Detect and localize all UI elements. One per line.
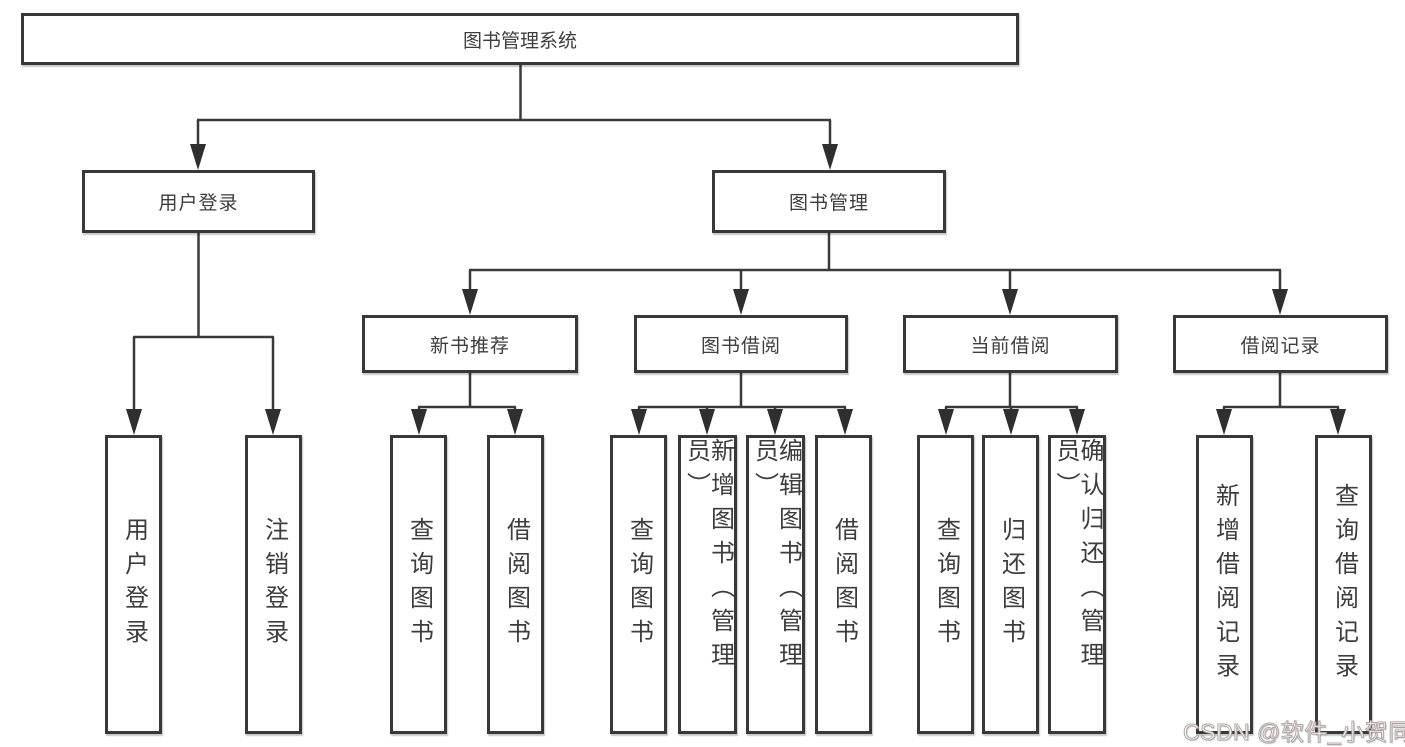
leaf-edit-books-admin: 编辑图书（管理员） [746, 435, 805, 734]
node-user-login: 用户登录 [82, 170, 315, 233]
leaf-user-login: 用户登录 [105, 435, 162, 734]
node-new-book-recommendation: 新书推荐 [362, 315, 578, 373]
leaf-query-books-borrow: 查询图书 [610, 435, 667, 734]
leaf-borrow-books: 借阅图书 [815, 435, 872, 734]
leaf-logout: 注销登录 [245, 435, 302, 734]
leaf-add-borrow-record: 新增借阅记录 [1196, 435, 1253, 734]
leaf-query-borrow-record: 查询借阅记录 [1315, 435, 1372, 734]
leaf-query-books-current: 查询图书 [917, 435, 974, 734]
watermark: CSDN @软件_小贺同学 [1182, 719, 1405, 746]
node-current-borrowing: 当前借阅 [903, 315, 1118, 373]
leaf-add-books-admin: 新增图书（管理员） [678, 435, 737, 734]
node-book-management: 图书管理 [712, 170, 946, 233]
node-library-management-system: 图书管理系统 [21, 13, 1019, 65]
node-borrowing-records: 借阅记录 [1173, 315, 1388, 373]
leaf-return-books: 归还图书 [982, 435, 1039, 734]
leaf-confirm-return-admin: 确认归还（管理员） [1048, 435, 1106, 734]
node-book-borrowing: 图书借阅 [634, 315, 848, 373]
leaf-query-books-recommend: 查询图书 [390, 435, 447, 734]
leaf-borrow-books-recommend: 借阅图书 [487, 435, 544, 734]
